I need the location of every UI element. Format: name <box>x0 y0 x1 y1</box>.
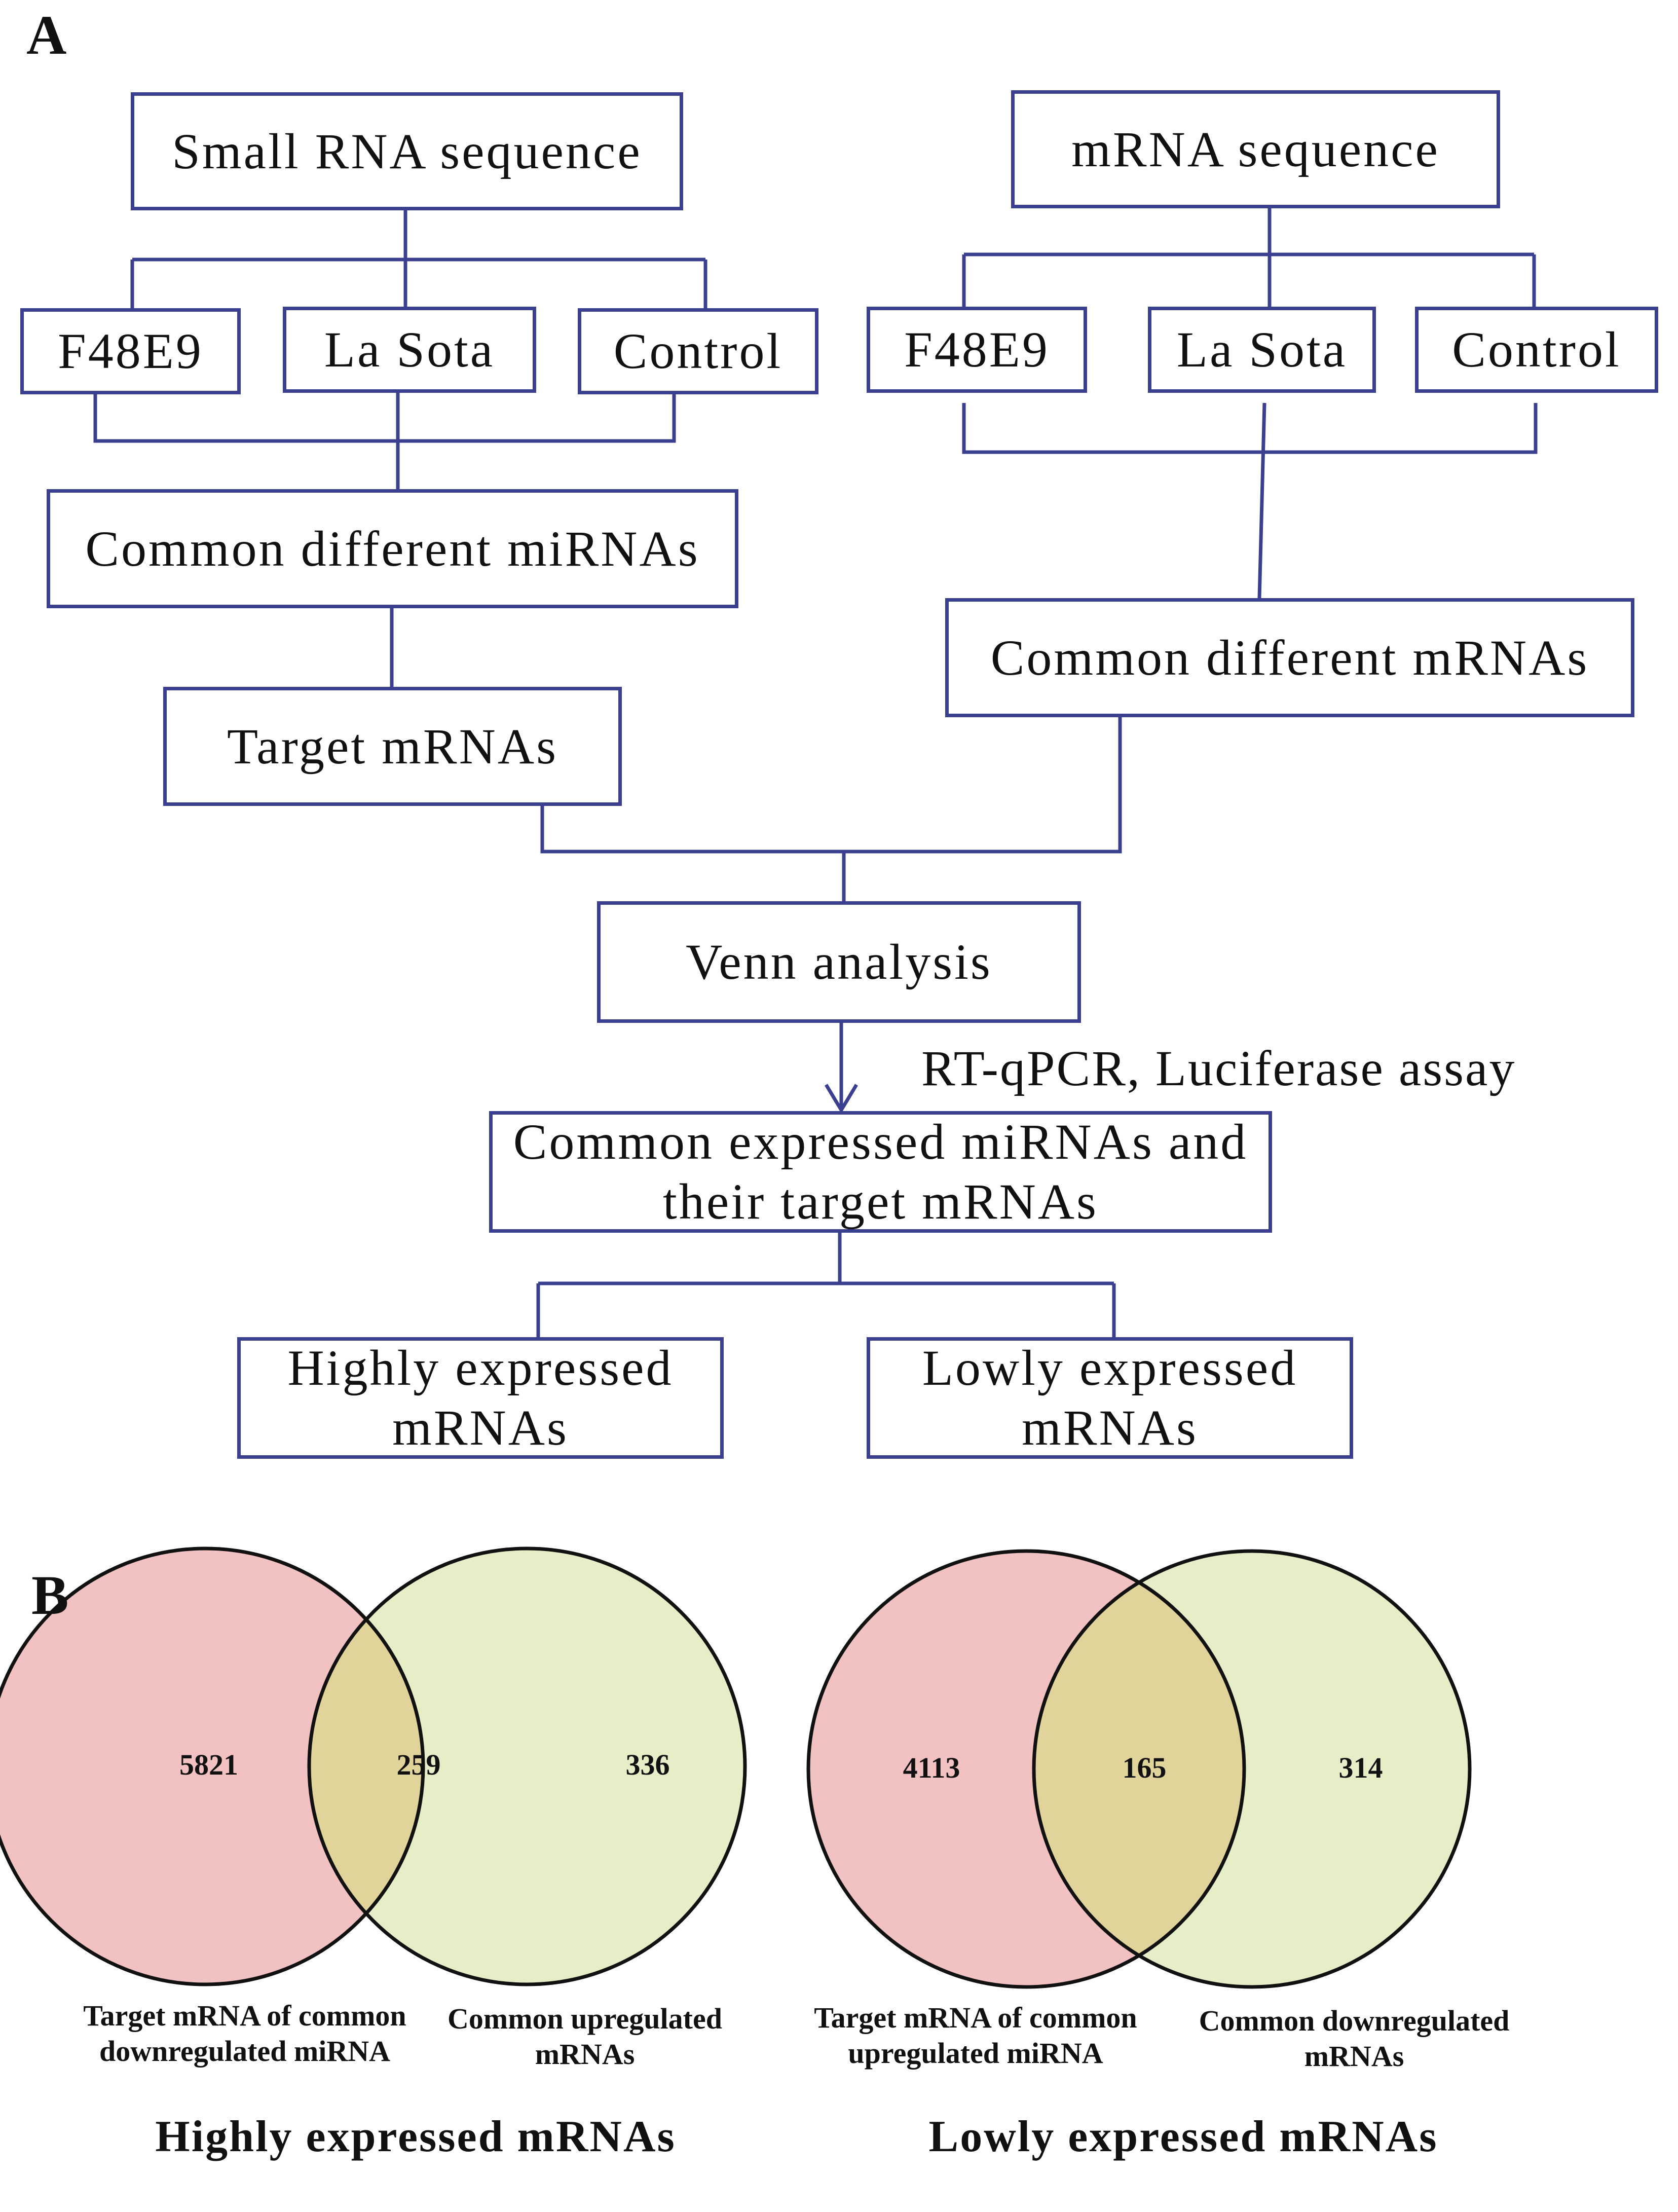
highly-expressed-box: Highly expressed mRNAs <box>237 1337 724 1459</box>
box-text: La Sota <box>1176 321 1348 378</box>
connector-lines <box>93 207 1538 1338</box>
venn2-left-count: 4113 <box>903 1751 960 1784</box>
right-group-f48e9-box: F48E9 <box>867 307 1087 393</box>
box-text: F48E9 <box>904 321 1050 378</box>
box-text-line-1: Common expressed miRNAs and <box>513 1114 1248 1170</box>
venn1-title: Highly expressed mRNAs <box>155 2112 676 2161</box>
venn-label-line: mRNAs <box>535 2038 635 2071</box>
box-text-line-2: mRNAs <box>1022 1399 1198 1456</box>
panel-label-a: A <box>26 4 67 66</box>
venn-right-circle <box>309 1549 745 1984</box>
venn1-left-label: Target mRNA of common downregulated miRN… <box>83 1998 406 2069</box>
left-group-lasota-box: La Sota <box>283 307 536 393</box>
venn2-title: Lowly expressed mRNAs <box>928 2112 1438 2161</box>
left-group-f48e9-box: F48E9 <box>20 308 241 394</box>
box-text: Control <box>613 323 783 379</box>
venn-label-line: upregulated miRNA <box>848 2037 1103 2070</box>
box-text-line-1: Lowly expressed <box>922 1340 1298 1396</box>
box-text-line-2: their target mRNAs <box>663 1173 1098 1230</box>
venn1-right-label: Common upregulated mRNAs <box>448 2001 722 2072</box>
right-group-lasota-box: La Sota <box>1148 307 1376 393</box>
lowly-expressed-box: Lowly expressed mRNAs <box>867 1337 1353 1459</box>
venn-analysis-box: Venn analysis <box>597 901 1081 1023</box>
box-text-line-1: Highly expressed <box>287 1340 674 1396</box>
venn1-right-count: 336 <box>625 1748 670 1781</box>
venn-overlap-region <box>1034 1551 1244 1987</box>
venn1-overlap-count: 259 <box>396 1748 441 1781</box>
box-text: Common different miRNAs <box>85 520 700 577</box>
venn2-right-label: Common downregulated mRNAs <box>1199 2003 1510 2074</box>
validation-methods-label: RT-qPCR, Luciferase assay <box>921 1040 1516 1096</box>
venn-label-line: Target mRNA of common <box>814 2001 1137 2034</box>
box-text: Common different mRNAs <box>990 629 1589 686</box>
box-text: Venn analysis <box>686 934 992 990</box>
venn-diagram-highly <box>0 1546 747 1986</box>
venn2-right-count: 314 <box>1338 1751 1383 1784</box>
mrna-sequence-box: mRNA sequence <box>1011 90 1500 208</box>
venn-label-line: mRNAs <box>1304 2040 1404 2073</box>
panel-label-b: B <box>31 1564 69 1626</box>
common-different-mirnas-box: Common different miRNAs <box>47 489 738 608</box>
target-mrnas-box: Target mRNAs <box>163 687 622 806</box>
box-text: Target mRNAs <box>227 718 558 775</box>
small-rna-sequence-box: Small RNA sequence <box>131 92 683 210</box>
box-text: F48E9 <box>58 323 203 379</box>
box-text: Small RNA sequence <box>172 123 642 179</box>
common-different-mrnas-box: Common different mRNAs <box>945 598 1634 717</box>
venn-label-line: Common upregulated <box>448 2002 722 2035</box>
right-group-control-box: Control <box>1415 307 1658 393</box>
box-text-line-2: mRNAs <box>392 1399 569 1456</box>
box-text: La Sota <box>324 321 495 378</box>
left-group-control-box: Control <box>578 308 818 394</box>
venn1-left-count: 5821 <box>179 1748 238 1781</box>
venn-label-line: Target mRNA of common <box>83 1999 406 2032</box>
venn2-left-label: Target mRNA of common upregulated miRNA <box>814 2000 1137 2071</box>
venn-label-line: downregulated miRNA <box>99 2035 391 2068</box>
venn-left-circle <box>0 1549 423 1984</box>
venn2-overlap-count: 165 <box>1122 1751 1167 1784</box>
venn-label-line: Common downregulated <box>1199 2004 1510 2037</box>
venn-diagram-lowly <box>806 1549 1472 1989</box>
common-expressed-box: Common expressed miRNAs and their target… <box>489 1111 1272 1233</box>
box-text: Control <box>1452 321 1621 378</box>
box-text: mRNA sequence <box>1071 121 1440 177</box>
